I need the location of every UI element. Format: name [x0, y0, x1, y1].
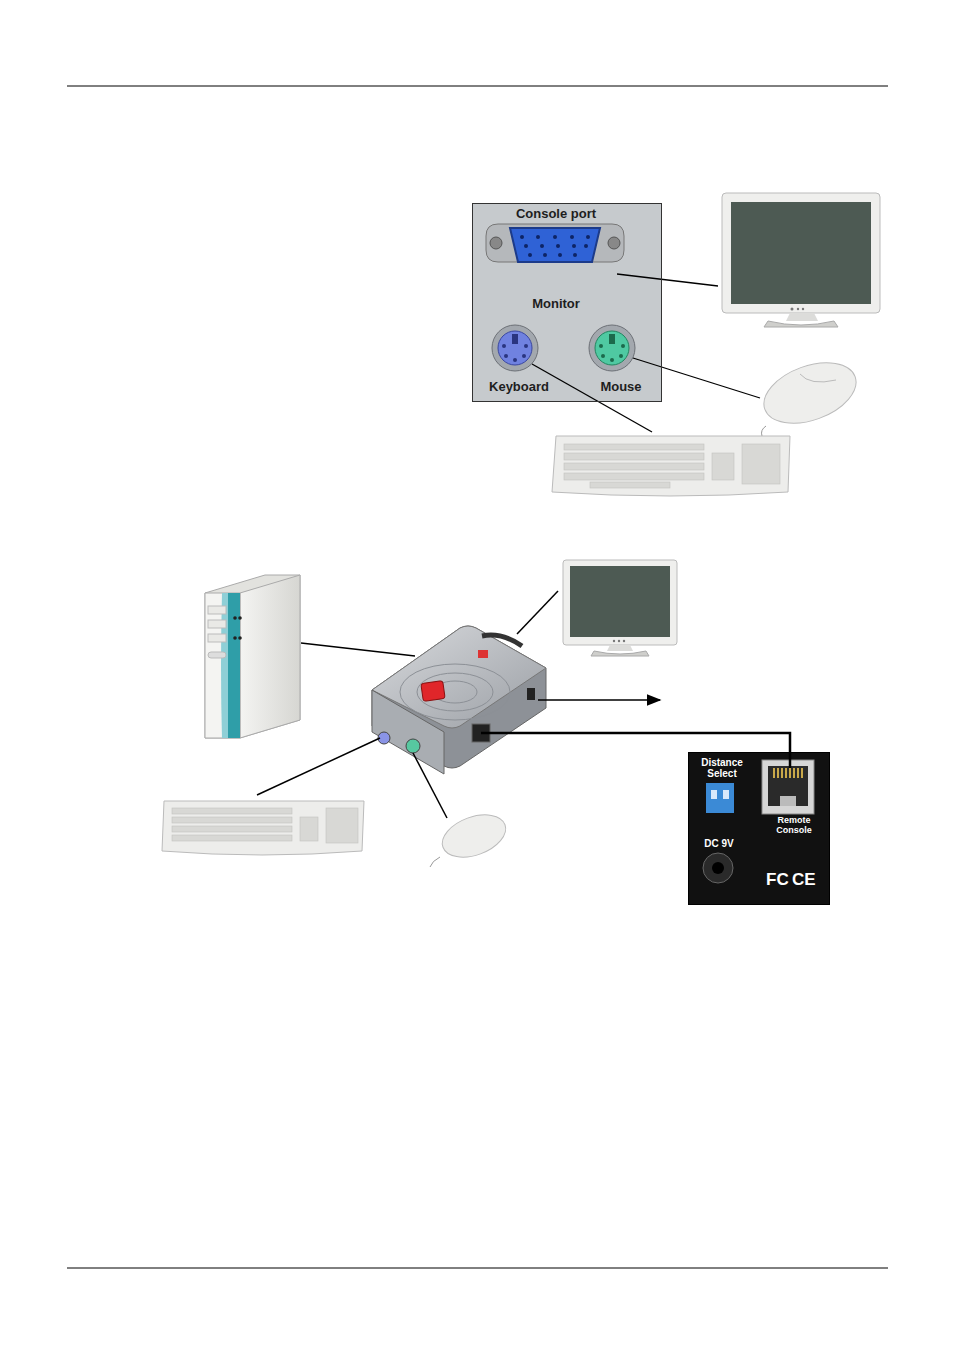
footer-rule — [67, 1268, 888, 1269]
panel-label: Distance Select — [695, 757, 749, 779]
header-rule — [67, 86, 888, 87]
panel-label: DC 9V — [704, 838, 733, 849]
port-label: Console port — [516, 207, 596, 221]
port-label: Mouse — [600, 380, 641, 394]
keyboard — [552, 436, 790, 496]
console-panel: Console portMonitorKeyboard Mouse — [472, 203, 662, 402]
cable — [481, 733, 790, 768]
monitor — [722, 193, 880, 327]
pc-tower — [205, 575, 300, 738]
remote-panel-photo — [688, 752, 830, 905]
fcc-mark: FC — [766, 870, 789, 890]
ce-mark: CE — [792, 870, 816, 890]
mouse — [756, 351, 865, 436]
leader-line — [532, 274, 760, 432]
keyboard — [162, 801, 364, 855]
monitor — [563, 560, 677, 656]
panel-label: Remote Console — [766, 816, 822, 836]
leader-line — [257, 591, 660, 818]
mouse — [430, 807, 512, 867]
port-label: Keyboard — [489, 380, 549, 394]
port-label: Monitor — [532, 297, 580, 311]
kvm-extender — [372, 626, 546, 774]
console-panel-photo — [472, 203, 662, 402]
